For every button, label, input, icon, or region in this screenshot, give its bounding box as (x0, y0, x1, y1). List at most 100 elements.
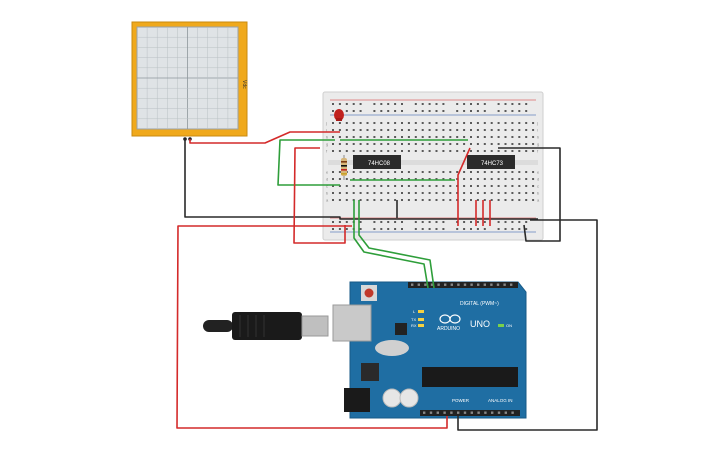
breadboard-hole[interactable] (511, 228, 514, 230)
breadboard-hole[interactable] (511, 103, 514, 105)
breadboard-hole[interactable] (359, 136, 362, 138)
breadboard-hole[interactable] (456, 122, 459, 124)
breadboard-hole[interactable] (401, 129, 403, 131)
breadboard-hole[interactable] (504, 199, 507, 201)
breadboard-hole[interactable] (387, 143, 390, 145)
breadboard-hole[interactable] (435, 171, 438, 173)
breadboard-hole[interactable] (449, 185, 452, 187)
breadboard-hole[interactable] (387, 150, 390, 152)
breadboard-hole[interactable] (463, 110, 466, 112)
power-pin[interactable] (423, 411, 426, 414)
breadboard-hole[interactable] (518, 228, 521, 230)
breadboard-hole[interactable] (470, 143, 472, 145)
breadboard-hole[interactable] (435, 178, 438, 180)
digital-pin[interactable] (470, 283, 473, 286)
breadboard-hole[interactable] (532, 171, 535, 173)
breadboard-hole[interactable] (366, 143, 369, 145)
breadboard-hole[interactable] (380, 221, 383, 223)
breadboard-hole[interactable] (345, 221, 348, 223)
breadboard-hole[interactable] (338, 103, 341, 105)
breadboard-hole[interactable] (483, 228, 486, 230)
breadboard-hole[interactable] (338, 228, 341, 230)
breadboard-hole[interactable] (373, 192, 376, 194)
breadboard-hole[interactable] (394, 228, 397, 230)
breadboard-hole[interactable] (470, 150, 472, 152)
breadboard-hole[interactable] (435, 143, 438, 145)
breadboard-hole[interactable] (345, 150, 348, 152)
breadboard-hole[interactable] (373, 110, 376, 112)
breadboard-hole[interactable] (359, 192, 362, 194)
breadboard-hole[interactable] (366, 171, 369, 173)
breadboard-hole[interactable] (401, 185, 403, 187)
breadboard-hole[interactable] (401, 110, 403, 112)
digital-pin[interactable] (510, 283, 513, 286)
breadboard-hole[interactable] (476, 143, 479, 145)
breadboard-hole[interactable] (414, 185, 417, 187)
usb-port[interactable] (332, 304, 372, 342)
breadboard-hole[interactable] (525, 143, 528, 145)
breadboard-hole[interactable] (352, 192, 355, 194)
wire-black[interactable] (457, 219, 598, 431)
red-led[interactable] (334, 109, 344, 121)
breadboard-hole[interactable] (525, 136, 528, 138)
breadboard-hole[interactable] (373, 122, 376, 124)
breadboard-hole[interactable] (435, 122, 438, 124)
breadboard-hole[interactable] (435, 129, 438, 131)
breadboard-hole[interactable] (338, 143, 341, 145)
breadboard-hole[interactable] (518, 199, 521, 201)
breadboard-hole[interactable] (414, 221, 417, 223)
breadboard-hole[interactable] (456, 228, 459, 230)
breadboard-hole[interactable] (345, 228, 348, 230)
digital-pin[interactable] (496, 283, 500, 286)
breadboard-hole[interactable] (442, 221, 445, 223)
breadboard-hole[interactable] (421, 122, 424, 124)
breadboard-hole[interactable] (504, 129, 507, 131)
breadboard-hole[interactable] (421, 228, 424, 230)
breadboard-hole[interactable] (373, 143, 376, 145)
breadboard-hole[interactable] (380, 185, 383, 187)
breadboard-hole[interactable] (401, 228, 403, 230)
breadboard-hole[interactable] (532, 192, 535, 194)
breadboard-hole[interactable] (476, 171, 479, 173)
breadboard-hole[interactable] (428, 103, 431, 105)
breadboard-hole[interactable] (442, 143, 445, 145)
breadboard-hole[interactable] (414, 143, 417, 145)
breadboard-hole[interactable] (470, 178, 472, 180)
breadboard-hole[interactable] (518, 171, 521, 173)
breadboard-hole[interactable] (345, 199, 348, 201)
wire-green[interactable] (353, 200, 429, 289)
breadboard-hole[interactable] (442, 178, 445, 180)
breadboard-hole[interactable] (428, 122, 431, 124)
breadboard-hole[interactable] (490, 178, 493, 180)
breadboard-hole[interactable] (518, 221, 521, 223)
breadboard-hole[interactable] (345, 122, 348, 124)
breadboard-hole[interactable] (435, 221, 438, 223)
breadboard-hole[interactable] (394, 136, 397, 138)
breadboard-hole[interactable] (380, 171, 383, 173)
breadboard-hole[interactable] (435, 228, 438, 230)
breadboard-hole[interactable] (380, 122, 383, 124)
breadboard-hole[interactable] (373, 221, 376, 223)
digital-pin-holes[interactable] (411, 283, 513, 286)
breadboard-hole[interactable] (497, 221, 500, 223)
breadboard-hole[interactable] (332, 221, 334, 223)
digital-pin[interactable] (463, 283, 467, 286)
breadboard-hole[interactable] (407, 199, 410, 201)
breadboard-hole[interactable] (394, 171, 397, 173)
breadboard-hole[interactable] (476, 221, 479, 223)
power-pin[interactable] (511, 411, 514, 414)
breadboard-hole[interactable] (476, 192, 479, 194)
breadboard-hole[interactable] (428, 192, 431, 194)
breadboard-hole[interactable] (428, 129, 431, 131)
breadboard-hole[interactable] (504, 110, 507, 112)
breadboard-hole[interactable] (332, 199, 334, 201)
breadboard-hole[interactable] (366, 136, 369, 138)
breadboard-hole[interactable] (428, 178, 431, 180)
breadboard-hole[interactable] (366, 129, 369, 131)
breadboard-hole[interactable] (442, 171, 445, 173)
breadboard-hole[interactable] (518, 150, 521, 152)
breadboard-hole[interactable] (338, 150, 341, 152)
breadboard-hole[interactable] (345, 192, 348, 194)
breadboard-hole[interactable] (380, 136, 383, 138)
